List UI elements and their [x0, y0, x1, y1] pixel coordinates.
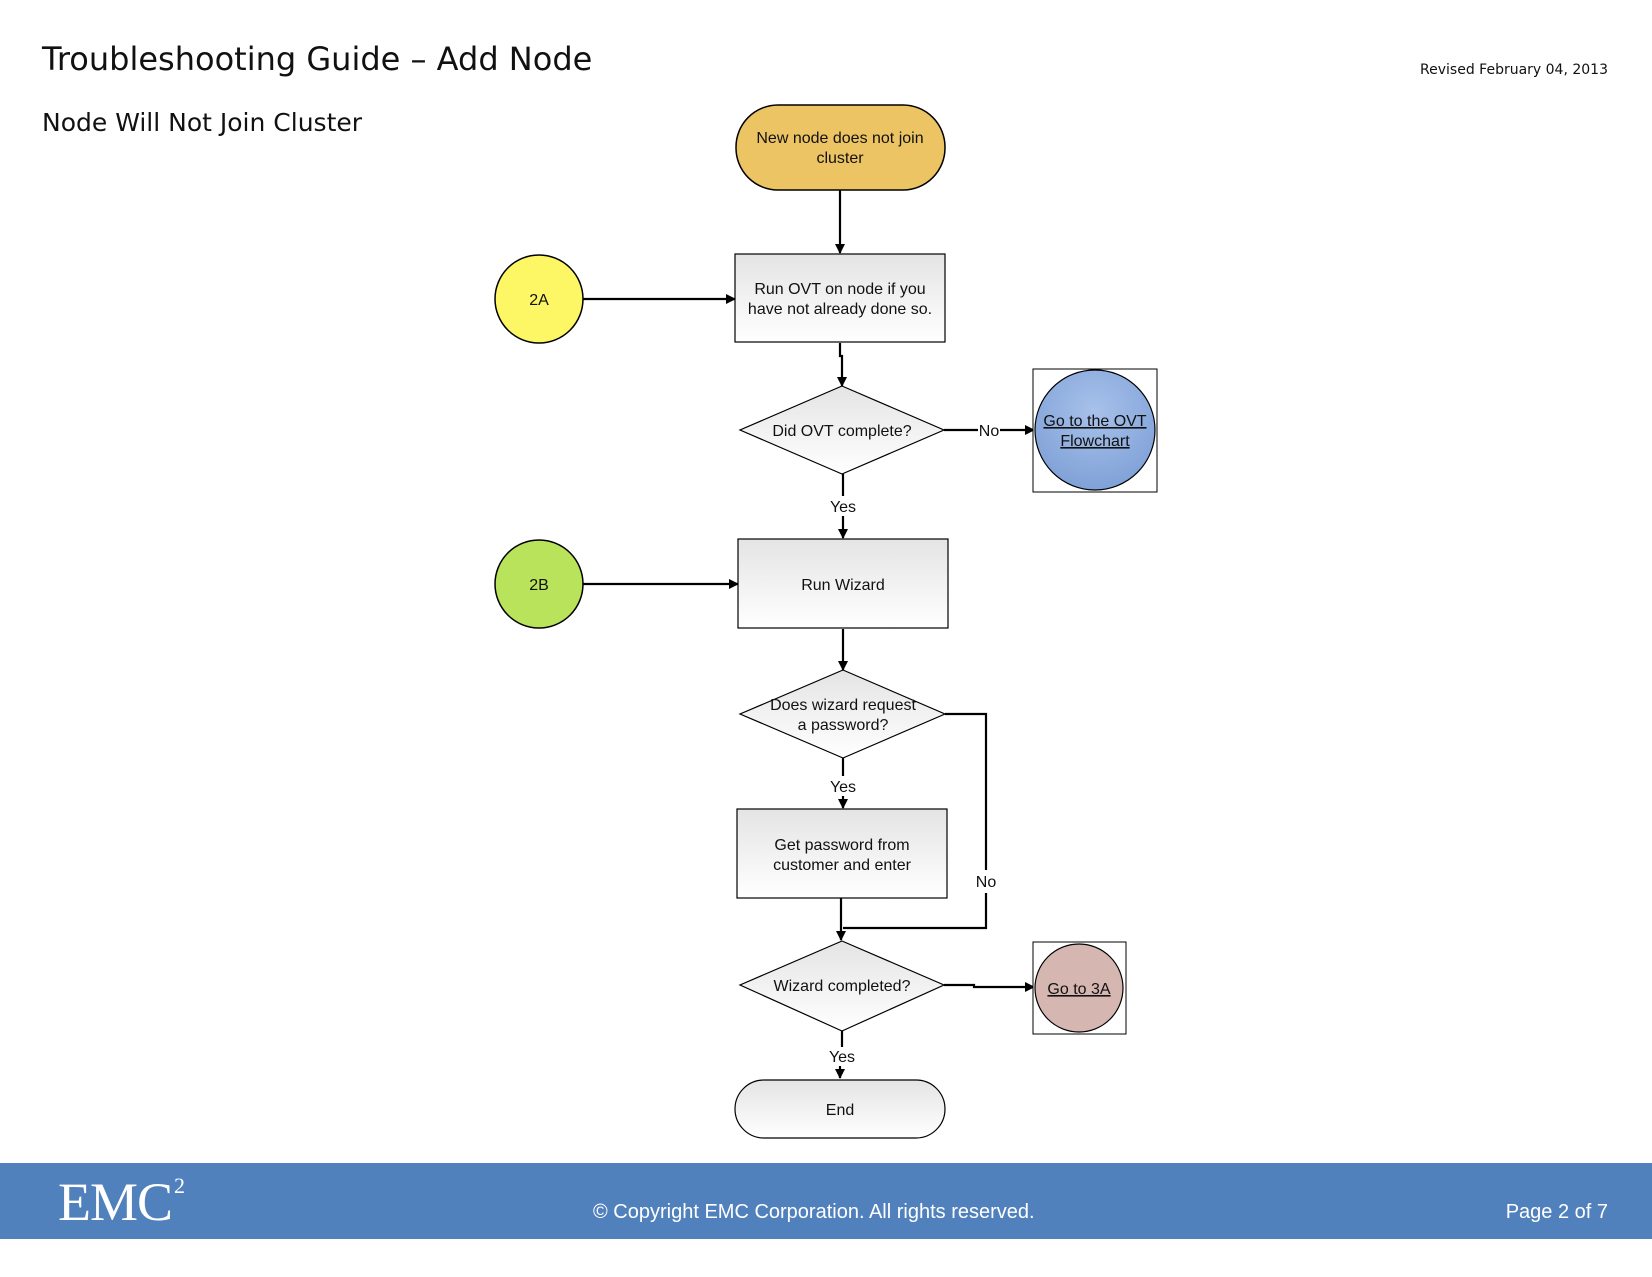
- wizard-completed-decision: [738, 940, 946, 1032]
- completed-yes-label: Yes: [829, 1049, 855, 1066]
- did-ovt-complete-decision: [738, 385, 946, 475]
- ovt-no-label: No: [979, 423, 1000, 440]
- run-wizard-process: [737, 538, 949, 629]
- logo-text: EMC: [58, 1172, 173, 1232]
- start-label-line2: cluster: [816, 150, 864, 167]
- get-password-process: [736, 808, 948, 899]
- run-ovt-label-line2: have not already done so.: [748, 301, 932, 318]
- connector-2a-label: 2A: [529, 292, 549, 309]
- connector-2b: [494, 539, 584, 629]
- goto-3a-circle: [1034, 943, 1124, 1033]
- did-ovt-complete-label: Did OVT complete?: [772, 423, 911, 440]
- connector-2a: [494, 254, 584, 344]
- page-title: Troubleshooting Guide – Add Node: [42, 40, 593, 78]
- start-terminator: [735, 104, 946, 191]
- run-wizard-label: Run Wizard: [801, 577, 885, 594]
- page-number: Page 2 of 7: [1505, 1201, 1608, 1223]
- get-password-label-line1: Get password from: [774, 837, 909, 854]
- flowchart: New node does not join cluster 2A Run OV…: [494, 104, 1158, 1139]
- goto-3a-label[interactable]: Go to 3A: [1047, 981, 1110, 998]
- footer-bar: EMC2 © Copyright EMC Corporation. All ri…: [0, 1163, 1652, 1239]
- goto-ovt-label-line2[interactable]: Flowchart: [1060, 433, 1130, 450]
- password-no-label: No: [976, 874, 997, 891]
- get-password-label-line2: customer and enter: [773, 857, 912, 874]
- copyright-text: © Copyright EMC Corporation. All rights …: [593, 1201, 1035, 1223]
- edge-password-no: [945, 712, 988, 870]
- edge-run-ovt-to-decision: [837, 343, 847, 387]
- ovt-yes-label: Yes: [830, 499, 856, 516]
- edge-completed-no: [944, 982, 1035, 992]
- connector-2b-label: 2B: [529, 577, 549, 594]
- wizard-request-password-line1: Does wizard request: [770, 697, 916, 714]
- run-ovt-label-line1: Run OVT on node if you: [754, 281, 925, 298]
- wizard-request-password-line2: a password?: [798, 717, 889, 734]
- goto-ovt-label-line1[interactable]: Go to the OVT: [1043, 413, 1146, 430]
- wizard-completed-label: Wizard completed?: [774, 978, 911, 995]
- goto-ovt-circle: [1034, 369, 1156, 491]
- end-terminator: [734, 1079, 946, 1139]
- end-label: End: [826, 1102, 854, 1119]
- goto-3a-link[interactable]: Go to 3A: [1032, 941, 1127, 1035]
- page-subtitle: Node Will Not Join Cluster: [42, 108, 363, 137]
- start-label-line1: New node does not join: [756, 130, 923, 147]
- wizard-request-password-decision: [738, 669, 947, 759]
- run-ovt-process: [734, 253, 946, 343]
- goto-ovt-flowchart-link[interactable]: Go to the OVT Flowchart: [1032, 368, 1158, 493]
- emc-logo: EMC2: [58, 1171, 185, 1233]
- edge-password-no-arrow: [843, 893, 988, 930]
- password-yes-label: Yes: [830, 779, 856, 796]
- logo-superscript: 2: [174, 1173, 185, 1198]
- revised-date: Revised February 04, 2013: [1420, 62, 1608, 78]
